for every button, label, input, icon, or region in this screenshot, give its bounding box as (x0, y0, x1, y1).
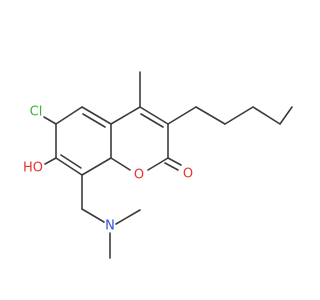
bond-hexyl-5 (279, 106, 293, 125)
bond-c8-c7 (55, 157, 83, 176)
molecule-diagram: Cl HO O O N (23, 71, 293, 259)
atom-hydroxyl: HO (23, 161, 43, 176)
atom-ring-oxygen: O (134, 168, 144, 183)
bond-c4-c3-inner (140, 113, 164, 128)
bond-hexyl-4 (252, 106, 281, 125)
bond-hexyl-2 (195, 106, 226, 125)
bond-c2-o-carbonyl-second (164, 162, 179, 171)
bond-o1-c8a (110, 157, 131, 171)
structure-canvas: Cl HO O O N (23, 71, 293, 259)
bond-c6-cl (43, 116, 57, 125)
bond-c2-o-carbonyl (167, 157, 182, 166)
bond-ch2-n (81, 208, 105, 223)
bond-c7-oh (44, 157, 57, 165)
atom-cl: Cl (30, 105, 43, 120)
bond-c5-c4a (81, 106, 112, 125)
bond-c2-o1 (147, 157, 169, 171)
atom-carbonyl-oxygen: O (183, 167, 193, 182)
atom-labels: Cl HO O O N (23, 105, 193, 234)
bond-n-methyl-a (115, 209, 141, 225)
bond-hexyl-1 (167, 106, 197, 125)
atom-nitrogen: N (105, 219, 115, 234)
bond-c8a-c8 (81, 157, 112, 176)
bond-c4a-c4 (110, 106, 141, 125)
bond-c5-c4a-inner (82, 113, 106, 128)
bond-c6-c5 (55, 106, 83, 125)
bonds (43, 71, 293, 259)
bond-c8-c7-inner (60, 154, 82, 169)
bond-hexyl-3 (224, 106, 254, 125)
bond-c4-c3 (139, 106, 169, 125)
